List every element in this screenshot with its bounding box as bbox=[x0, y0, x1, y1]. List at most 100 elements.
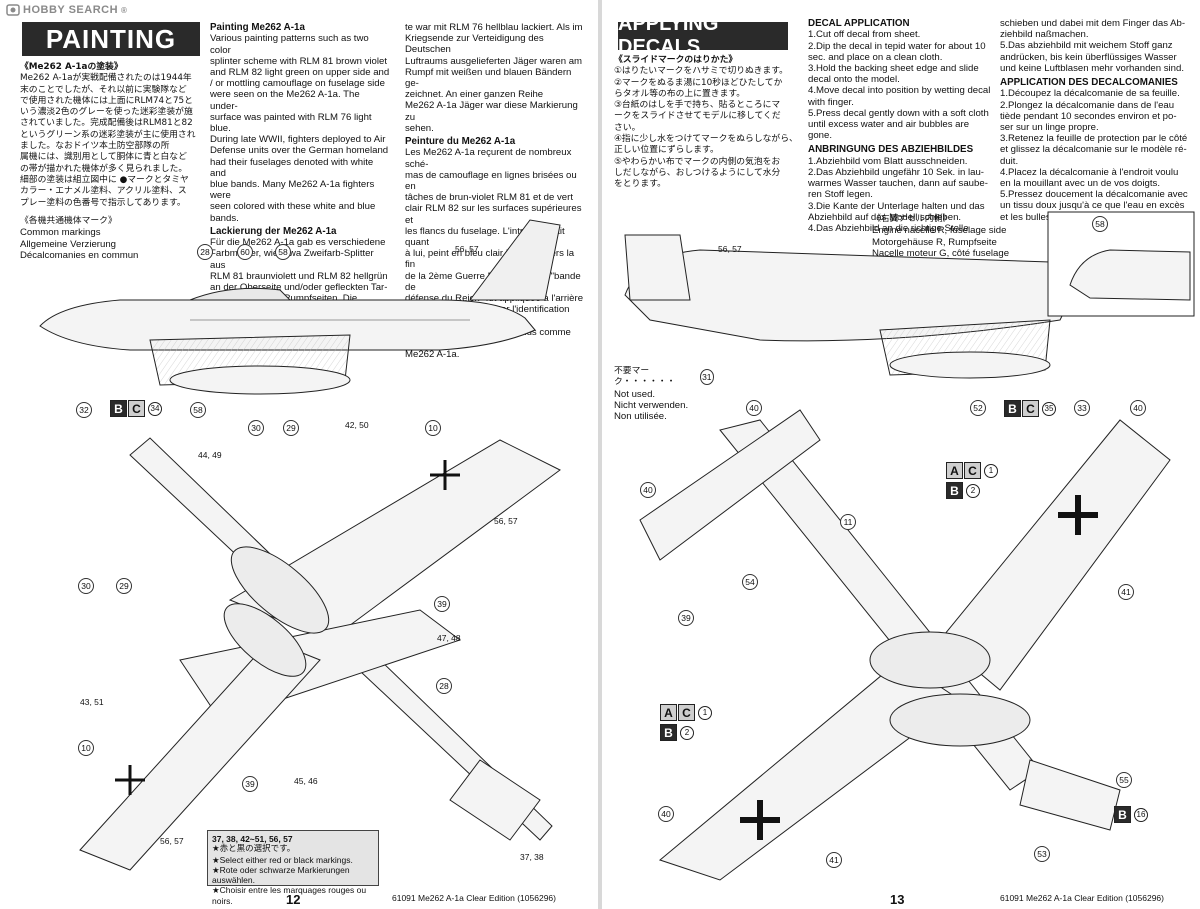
jp-decal-body: ①はりたいマークをハサミで切りぬきます。②マークをぬるま湯に10秒ほどひたしてか… bbox=[614, 66, 804, 190]
callout-2: 2 bbox=[966, 483, 980, 498]
jp-decal-line: ⑤やわらかい布でマークの内側の気泡をお bbox=[614, 156, 781, 167]
jp-painting-line: 属機には、識別用として胴体に青と白など bbox=[20, 152, 187, 163]
callout-56-57b: 56, 57 bbox=[494, 516, 518, 526]
common-markings-en: Common markings bbox=[20, 227, 101, 239]
fr-decal-line: et glissez la décalcomanie sur le modèle… bbox=[1000, 144, 1187, 156]
en-painting-line: Various painting patterns such as two co… bbox=[210, 33, 369, 56]
marker-c: C bbox=[678, 704, 695, 721]
de-painting-line: Für die Me262 A-1a gab es verschiedene bbox=[210, 237, 386, 249]
callout-58b: 58 bbox=[190, 402, 206, 418]
en-painting-line: splinter scheme with RLM 81 brown violet bbox=[210, 55, 388, 67]
jp-painting-line: で使用された機体には上面にRLM74と75と bbox=[20, 95, 193, 106]
en-painting-line: seen colored with these white and blue bbox=[210, 201, 376, 213]
en-decal-line: with finger. bbox=[808, 96, 854, 108]
en-painting-line: bands. bbox=[210, 212, 239, 224]
marker-c: C bbox=[1022, 400, 1039, 417]
jp-painting-line: されていました。完成配備後はRLM81と82 bbox=[20, 118, 193, 129]
nacelle-label: 《右翼ナセル内側》 Engine nacelle R, fuselage sid… bbox=[872, 214, 1042, 259]
en-decal-text: DECAL APPLICATION 1.Cut off decal from s… bbox=[808, 18, 993, 234]
callout-10: 10 bbox=[425, 420, 441, 436]
de-painting-heading: Lackierung der Me262 A-1a bbox=[210, 225, 337, 237]
nacelle-fr: Nacelle moteur G, côté fuselage bbox=[872, 247, 1010, 259]
page-number-right: 13 bbox=[890, 892, 905, 907]
page-gutter bbox=[598, 0, 602, 909]
callout-41-b: 41 bbox=[826, 852, 842, 868]
jp-painting-heading: 《Me262 A-1aの塗装》 bbox=[20, 62, 123, 72]
not-used-label: 不要マーク・・・・・・ 31 Not used. Nicht verwenden… bbox=[614, 366, 714, 422]
de-decal-line: ren Stoff legen. bbox=[808, 189, 873, 201]
en-decal-line: 5.Press decal gently down with a soft cl… bbox=[808, 107, 989, 119]
de-painting-line: Kriegsende zur Verteidigung des Deutsche… bbox=[405, 33, 544, 56]
painting-banner: PAINTING bbox=[22, 22, 200, 56]
fr-painting-line: mas de camouflage en lignes brisées ou e… bbox=[405, 169, 577, 193]
callout-33: 33 bbox=[1074, 400, 1090, 416]
callout-41-a: 41 bbox=[1118, 584, 1134, 600]
fr-painting-line: tâches de brun-violet RLM 81 et de vert bbox=[405, 192, 573, 204]
fr-decal-text: schieben und dabei mit dem Finger das Ab… bbox=[1000, 18, 1190, 223]
fr-painting-line: de la 2ème Guerre Mondiale, une "bande d… bbox=[405, 270, 581, 293]
de-decal-line: schieben und dabei mit dem Finger das Ab… bbox=[1000, 18, 1186, 29]
jp-decal-line: ④指に少し水をつけてマークをぬらしながら、 bbox=[614, 134, 798, 145]
fr-painting-line: les flancs du fuselage. L'intrados était… bbox=[405, 225, 565, 249]
marker-c: C bbox=[964, 462, 981, 479]
en-painting-text: Painting Me262 A-1a Various painting pat… bbox=[210, 22, 390, 316]
marking-bc-left: B C 34 bbox=[110, 400, 162, 417]
nacelle-de: Motorgehäuse R, Rumpfseite bbox=[872, 236, 997, 248]
fr-decal-body: 1.Découpez la décalcomanie de sa feuille… bbox=[1000, 88, 1190, 222]
marker-a: A bbox=[946, 462, 963, 479]
callout-58-right: 58 bbox=[1092, 216, 1108, 232]
callout-10b: 10 bbox=[78, 740, 94, 756]
fr-decal-heading: APPLICATION DES DECALCOMANIES bbox=[1000, 77, 1178, 89]
callout-30b: 30 bbox=[78, 578, 94, 594]
en-painting-line: had their fuselages denoted with white a… bbox=[210, 156, 374, 179]
de-decal-line: und keine Luftblasen mehr vorhanden sind… bbox=[1000, 62, 1185, 74]
callout-28: 28 bbox=[197, 244, 213, 260]
watermark-reg: ® bbox=[121, 5, 128, 15]
callout-42-50: 42, 50 bbox=[345, 420, 369, 430]
jp-painting-line: プレー塗料の色番号で指示してあります。 bbox=[20, 197, 186, 208]
marker-b: B bbox=[946, 482, 963, 499]
callout-1-lower: 1 bbox=[698, 705, 712, 720]
en-decal-line: decal onto the model. bbox=[808, 74, 900, 86]
fr-painting-line: clair RLM 82 sur les surfaces supérieure… bbox=[405, 203, 582, 226]
marking-ac-b-lower: A C 1 B 2 bbox=[660, 704, 712, 741]
fr-decal-line: 5.Pressez doucement la décalcomanie avec bbox=[1000, 189, 1188, 201]
callout-43-51: 43, 51 bbox=[80, 697, 104, 707]
de-decal-line: ziehbild naßmachen. bbox=[1000, 29, 1089, 41]
marker-b: B bbox=[1004, 400, 1021, 417]
fr-painting-line: Me262 A-1a. bbox=[405, 349, 460, 361]
callout-40-d: 40 bbox=[658, 806, 674, 822]
applying-decals-banner: APPLYING DECALS bbox=[618, 13, 788, 58]
callout-54: 54 bbox=[742, 574, 758, 590]
en-painting-line: / or mottling camouflage on fuselage sid… bbox=[210, 78, 385, 90]
note-jp: ★赤と黒の選択です。 bbox=[212, 844, 296, 855]
de-decal-line: 1.Abziehbild vom Blatt ausschneiden. bbox=[808, 155, 968, 167]
en-decal-line: 4.Move decal into position by wetting de… bbox=[808, 85, 991, 97]
common-markings-fr: Décalcomanies en commun bbox=[20, 249, 139, 261]
marking-ac-b-upper: A C 1 B 2 bbox=[946, 462, 998, 499]
callout-1: 1 bbox=[984, 463, 998, 478]
de-painting-line: nanstrich an den Rumpfseiten. Die Unters… bbox=[210, 293, 358, 316]
note-en: ★Select either red or black markings. bbox=[212, 854, 353, 865]
de-decal-heading: ANBRINGUNG DES ABZIEHBILDES bbox=[808, 144, 974, 156]
callout-56-57c: 56, 57 bbox=[160, 836, 184, 846]
callout-56-57: 56, 57 bbox=[455, 244, 479, 254]
callout-56-57-right: 56, 57 bbox=[718, 244, 742, 254]
not-used-fr: Non utilisée. bbox=[614, 411, 667, 422]
marking-b16: B 16 bbox=[1114, 806, 1148, 823]
marker-c: C bbox=[128, 400, 145, 417]
de-painting-line: Farbmuster, wie etwa Zweifarb-Splitter a… bbox=[210, 248, 374, 271]
de-painting-line: Rumpf mit weißen und blauen Bändern ge- bbox=[405, 66, 572, 90]
fr-decal-line: en la mouillant avec un de vos doigts. bbox=[1000, 178, 1160, 190]
fr-painting-line: Les Me262 A-1a reçurent de nombreux sché… bbox=[405, 147, 572, 170]
marker-b: B bbox=[110, 400, 127, 417]
callout-39: 39 bbox=[434, 596, 450, 612]
fr-decal-line: 2.Plongez la décalcomanie dans de l'eau bbox=[1000, 99, 1175, 111]
de-decal-line: 4.Das Abziehbild an die richtige Stelle bbox=[808, 223, 969, 235]
en-decal-line: 2.Dip the decal in tepid water for about… bbox=[808, 40, 986, 52]
jp-painting-line: ました。なおドイツ本土防空部隊の所 bbox=[20, 141, 170, 152]
jp-decal-heading: 《スライドマークのはりかた》 bbox=[614, 55, 738, 65]
callout-45-46: 45, 46 bbox=[294, 776, 318, 786]
callout-37-38: 37, 38 bbox=[520, 852, 544, 862]
jp-decal-text: 《スライドマークのはりかた》 ①はりたいマークをハサミで切りぬきます。②マークを… bbox=[614, 55, 804, 191]
